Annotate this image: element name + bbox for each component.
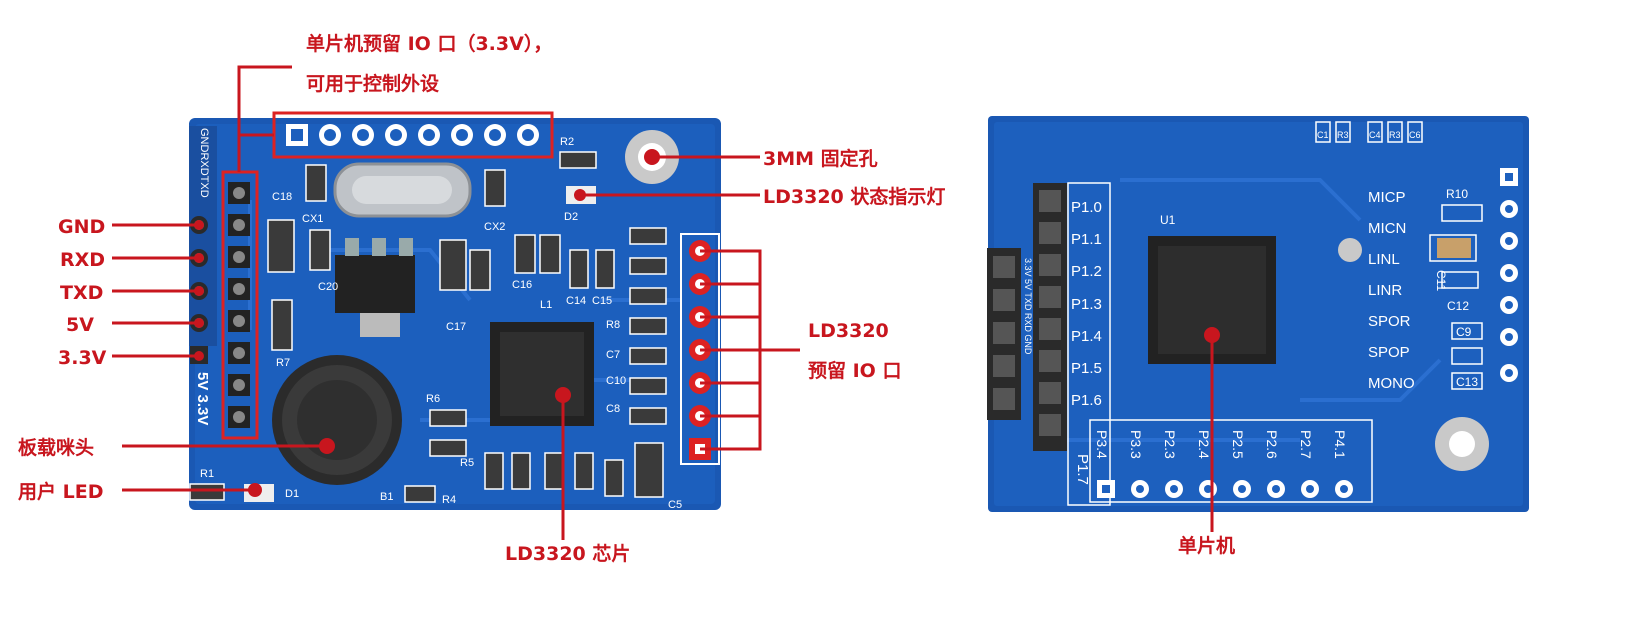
svg-text:P2.3: P2.3 — [1162, 430, 1178, 459]
svg-text:P4.1: P4.1 — [1332, 430, 1348, 459]
svg-text:P2.4: P2.4 — [1196, 430, 1212, 459]
svg-text:P1.0: P1.0 — [1071, 199, 1102, 216]
right-top-silk: C1 R3 C4 R3 C6 — [1317, 130, 1421, 140]
svg-text:L1: L1 — [540, 299, 552, 311]
svg-text:R1: R1 — [200, 468, 214, 480]
svg-text:R2: R2 — [560, 136, 574, 148]
svg-text:P2.6: P2.6 — [1264, 430, 1280, 459]
bottom-pin-holes — [1097, 480, 1353, 498]
reserved-io-label-line2: 可用于控制外设 — [306, 72, 439, 95]
left-silk-labels: C18 CX1 CX2 R2 D2 R1 D1 R4 R5 R6 R7 R8 C… — [200, 136, 682, 511]
svg-text:C15: C15 — [592, 295, 612, 307]
mcu-left-headers: 3.3V 5V TXD RXD GND — [987, 182, 1111, 506]
svg-text:R6: R6 — [426, 393, 440, 405]
svg-text:C17: C17 — [446, 321, 466, 333]
smd-components — [189, 151, 667, 503]
ld3320-module-board: GNDRXDTXD 5V 3.3V — [189, 111, 721, 511]
txd-label: TXD — [60, 282, 103, 304]
svg-text:C12: C12 — [1447, 299, 1469, 313]
svg-text:R4: R4 — [442, 494, 456, 506]
svg-text:P1.1: P1.1 — [1071, 231, 1102, 248]
ld3320-chip-label: LD3320 芯片 — [505, 542, 630, 565]
svg-text:C7: C7 — [606, 349, 620, 361]
svg-text:P2.7: P2.7 — [1298, 430, 1314, 459]
header-top-silk: GNDRXDTXD — [198, 128, 210, 198]
mcu-callout-dot — [1204, 327, 1220, 343]
3v3-label: 3.3V — [58, 347, 107, 369]
svg-text:C11: C11 — [1434, 270, 1448, 291]
rxd-label: RXD — [60, 249, 105, 271]
svg-text:C13: C13 — [1456, 375, 1478, 389]
callout-dots — [194, 149, 660, 497]
svg-text:C20: C20 — [318, 281, 338, 293]
svg-text:CX2: CX2 — [484, 221, 505, 233]
svg-text:R10: R10 — [1446, 187, 1468, 201]
ld3320-io-label-line2: 预留 IO 口 — [808, 360, 901, 382]
audio-pin-labels: MICP MICN LINL LINR SPOR SPOP MONO — [1368, 189, 1415, 392]
svg-text:C9: C9 — [1456, 325, 1472, 339]
svg-text:P1.3: P1.3 — [1071, 296, 1102, 313]
voltage-regulator — [335, 255, 415, 313]
svg-text:P2.5: P2.5 — [1230, 430, 1246, 459]
svg-text:R3: R3 — [1337, 130, 1349, 140]
svg-text:C16: C16 — [512, 279, 532, 291]
svg-text:P1.6: P1.6 — [1071, 392, 1102, 409]
audio-pin-holes — [1500, 168, 1518, 382]
ld3320-io-label-line1: LD3320 — [808, 320, 889, 342]
svg-text:P1.7: P1.7 — [1074, 454, 1091, 485]
svg-text:P3.3: P3.3 — [1128, 430, 1144, 459]
right-silk-labels: R10 C11 C12 C9 C13 — [1434, 187, 1478, 389]
svg-text:C4: C4 — [1369, 130, 1381, 140]
svg-text:D2: D2 — [564, 211, 578, 223]
p1-pin-labels: P1.0 P1.1 P1.2 P1.3 P1.4 P1.5 P1.6 P1.7 — [1071, 199, 1102, 485]
mic-label: 板载咪头 — [18, 436, 94, 459]
svg-text:C8: C8 — [606, 403, 620, 415]
gnd-label: GND — [58, 216, 105, 238]
mcu-reserved-io-column — [221, 170, 259, 440]
svg-text:CX1: CX1 — [302, 213, 323, 225]
svg-text:C10: C10 — [606, 375, 626, 387]
user-led-label: 用户 LED — [18, 480, 103, 503]
bottom-pin-labels: P3.4 P3.3 P2.3 P2.4 P2.5 P2.6 P2.7 P4.1 — [1094, 430, 1348, 459]
reserved-io-label-line1: 单片机预留 IO 口（3.3V）， — [306, 32, 552, 55]
svg-text:B1: B1 — [380, 491, 393, 503]
svg-text:C6: C6 — [1409, 130, 1421, 140]
mcu-label: 单片机 — [1178, 534, 1235, 557]
header-bottom-silk: 5V 3.3V — [194, 372, 211, 425]
left-callout-lines — [112, 65, 800, 540]
svg-text:P1.4: P1.4 — [1071, 328, 1102, 345]
svg-text:P3.4: P3.4 — [1094, 430, 1110, 459]
status-led-label: LD3320 状态指示灯 — [763, 185, 945, 208]
svg-text:R5: R5 — [460, 457, 474, 469]
mount-hole-label: 3MM 固定孔 — [763, 147, 878, 170]
svg-text:LINL: LINL — [1368, 251, 1400, 268]
svg-text:MICN: MICN — [1368, 220, 1406, 237]
svg-text:C18: C18 — [272, 191, 292, 203]
svg-text:D1: D1 — [285, 488, 299, 500]
svg-text:MICP: MICP — [1368, 189, 1406, 206]
svg-text:R3: R3 — [1389, 130, 1401, 140]
svg-text:LINR: LINR — [1368, 282, 1402, 299]
svg-text:SPOP: SPOP — [1368, 344, 1410, 361]
svg-text:MONO: MONO — [1368, 375, 1415, 392]
svg-text:C5: C5 — [668, 499, 682, 511]
svg-text:C14: C14 — [566, 295, 586, 307]
svg-text:R7: R7 — [276, 357, 290, 369]
svg-text:R8: R8 — [606, 319, 620, 331]
svg-text:P1.2: P1.2 — [1071, 263, 1102, 280]
svg-text:C1: C1 — [1317, 130, 1329, 140]
mcu-header-text: 3.3V 5V TXD RXD GND — [1023, 258, 1033, 355]
svg-text:P1.5: P1.5 — [1071, 360, 1102, 377]
svg-text:SPOR: SPOR — [1368, 313, 1411, 330]
5v-label: 5V — [66, 314, 94, 336]
svg-text:U1: U1 — [1160, 213, 1176, 227]
mcu-board: C1 R3 C4 R3 C6 3.3V 5V TXD RXD GND P — [987, 116, 1529, 512]
